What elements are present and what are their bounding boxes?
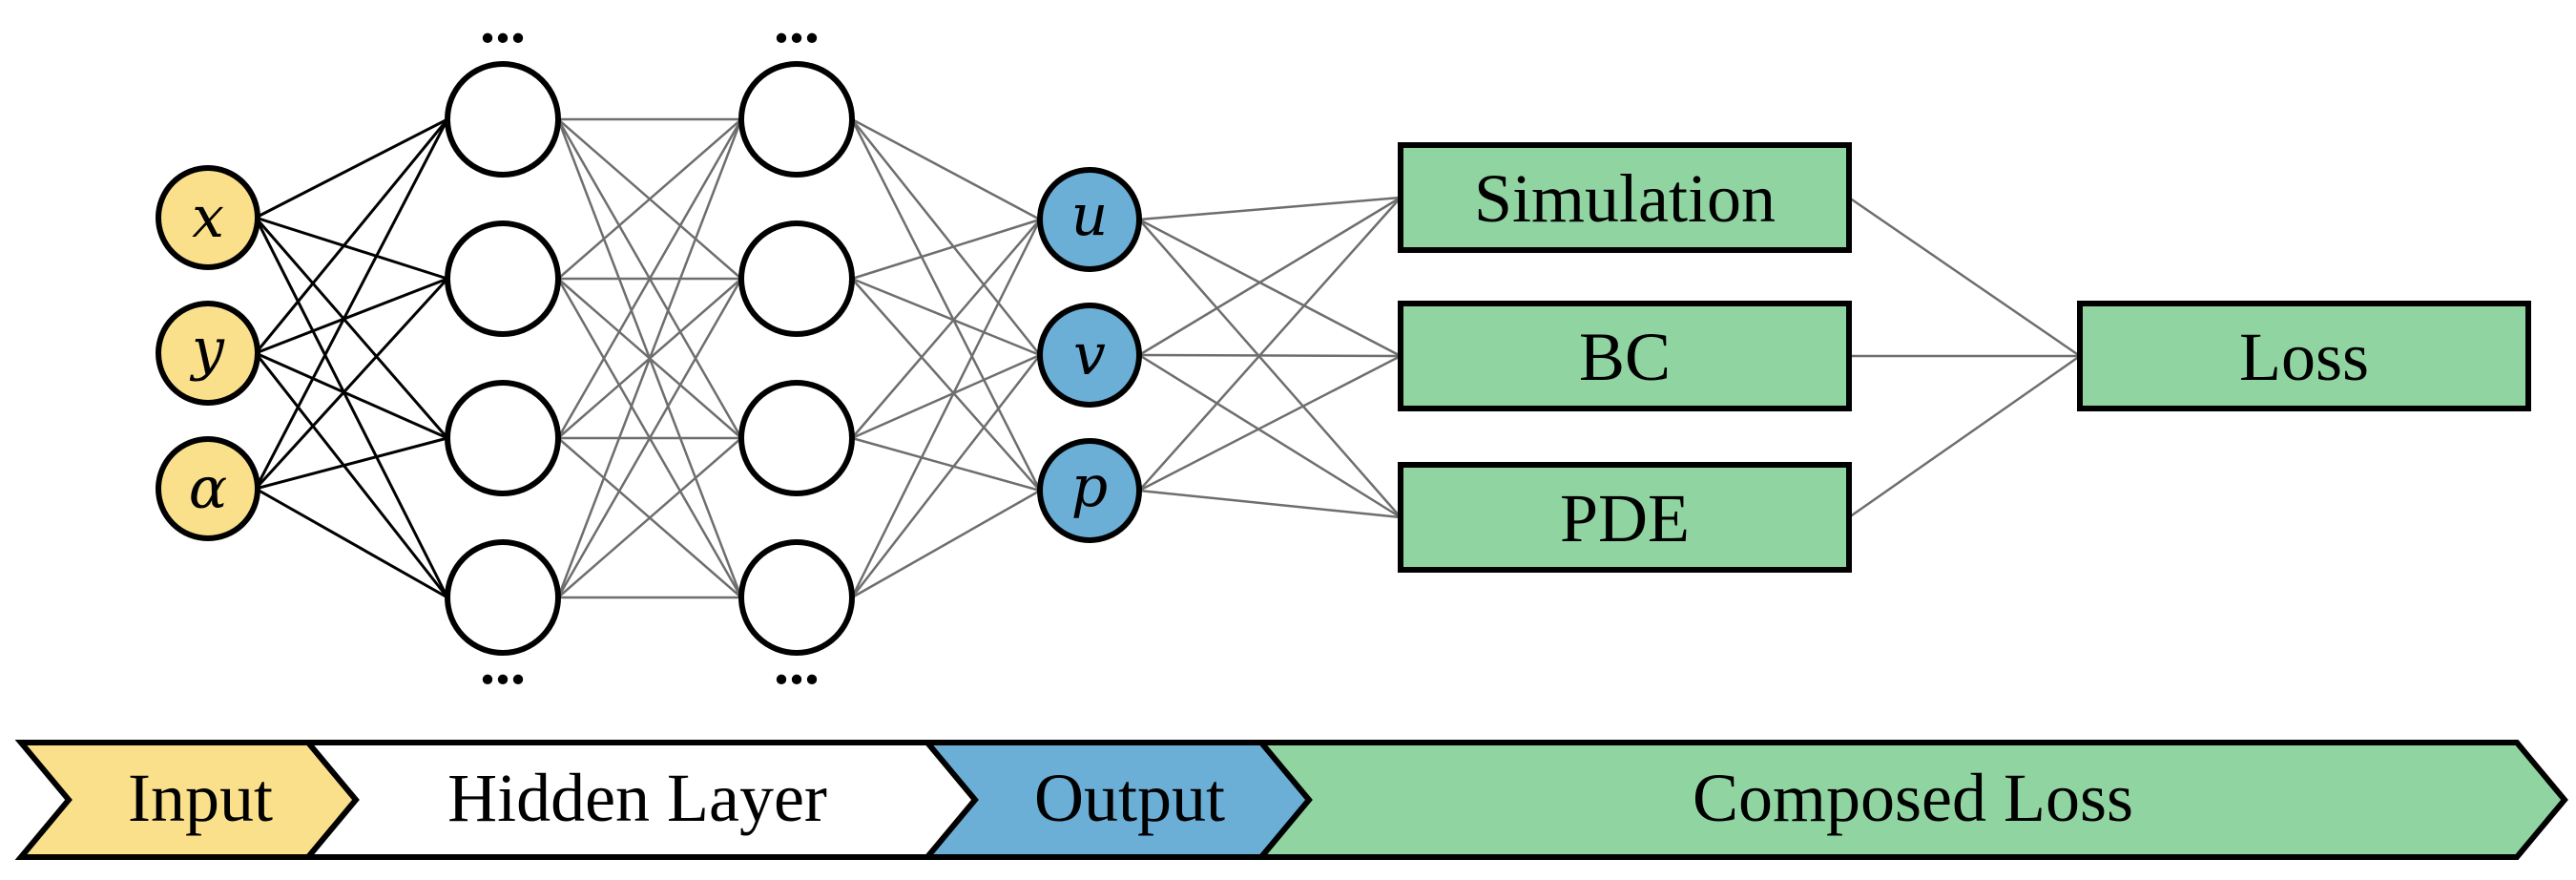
- output-label-u: u: [1071, 182, 1109, 249]
- edge-input-1-hidden1-2: [255, 351, 448, 440]
- edge-input-2-hidden1-0: [254, 118, 449, 490]
- edge-output-2-loss-0: [1138, 197, 1402, 492]
- output-node-u: [1037, 167, 1142, 272]
- hidden-1-node-3: [445, 380, 561, 496]
- edge-output-1-loss-0: [1138, 196, 1402, 357]
- legend-arrow-bar: Input Hidden Layer Output Composed Loss: [14, 740, 2568, 860]
- hidden-2-node-1: [738, 61, 855, 178]
- hidden-layer-2: ... ...: [738, 0, 855, 697]
- hidden-2-node-3: [738, 380, 855, 496]
- edge-output-1-loss-2: [1138, 353, 1402, 519]
- edge-input-2-hidden1-3: [255, 487, 448, 599]
- hidden-layer-2-bottom-ellipsis: ...: [774, 629, 820, 697]
- hidden-2-node-4: [738, 539, 855, 656]
- hidden-layer-1: ... ...: [445, 0, 561, 697]
- output-layer: u v p: [1037, 167, 1142, 543]
- pde-loss-label: PDE: [1560, 480, 1690, 556]
- hidden-1-node-1: [445, 61, 561, 178]
- edge-loss-0-total: [1848, 196, 2081, 358]
- simulation-loss-box: [1398, 142, 1852, 253]
- input-label-alpha: α: [189, 455, 228, 522]
- edge-hidden2-2-output-2: [851, 436, 1041, 492]
- edge-hidden2-3-output-0: [850, 219, 1042, 598]
- legend-label-input: Input: [128, 760, 273, 836]
- hidden-1-node-2: [445, 220, 561, 337]
- edge-input-2-hidden1-1: [254, 277, 449, 491]
- edge-hidden1-2-hidden2-0: [556, 118, 743, 439]
- total-loss: Loss: [2077, 301, 2531, 411]
- input-node-y: [156, 301, 260, 406]
- hidden-2-node-2: [738, 220, 855, 337]
- loss-components: Simulation BC PDE: [1398, 142, 1852, 573]
- edge-hidden2-3-output-2: [851, 489, 1041, 599]
- hidden-layer-1-top-ellipsis: ...: [480, 0, 526, 55]
- edge-hidden2-2-output-1: [851, 353, 1041, 440]
- edge-output-2-loss-2: [1138, 489, 1402, 519]
- input-node-alpha: [156, 436, 260, 541]
- output-node-p: [1037, 438, 1142, 543]
- edge-output-1-loss-1: [1138, 353, 1402, 358]
- connection-edges: [254, 117, 2081, 599]
- input-label-y: y: [189, 316, 225, 383]
- edge-hidden1-1-hidden2-0: [557, 118, 742, 280]
- edge-hidden2-0-output-0: [851, 117, 1041, 221]
- edge-hidden1-3-hidden2-1: [556, 278, 743, 598]
- input-label-x: x: [192, 184, 224, 251]
- output-label-v: v: [1073, 322, 1106, 388]
- hidden-1-node-4: [445, 539, 561, 656]
- edge-hidden1-3-hidden2-2: [557, 437, 742, 598]
- bc-loss-label: BC: [1579, 319, 1671, 395]
- edge-output-2-loss-1: [1138, 354, 1402, 492]
- legend-segment-composed-loss: [1255, 740, 2568, 860]
- edge-input-0-hidden1-3: [254, 217, 449, 598]
- edge-input-0-hidden1-1: [255, 216, 448, 281]
- input-node-x: [156, 165, 260, 270]
- bc-loss-box: [1398, 301, 1852, 411]
- legend-label-composed-loss: Composed Loss: [1693, 760, 2133, 836]
- edge-hidden2-2-output-0: [851, 219, 1041, 439]
- edge-hidden2-3-output-1: [851, 354, 1041, 598]
- simulation-loss-label: Simulation: [1474, 160, 1776, 237]
- total-loss-label: Loss: [2239, 319, 2369, 395]
- edge-loss-2-total: [1848, 354, 2081, 519]
- edge-hidden1-3-hidden2-0: [556, 118, 743, 598]
- edge-output-0-loss-1: [1138, 218, 1402, 358]
- edge-input-1-hidden1-1: [255, 277, 448, 355]
- edge-hidden2-0-output-2: [850, 118, 1042, 492]
- edge-hidden2-0-output-1: [851, 118, 1041, 356]
- edge-input-1-hidden1-0: [254, 118, 449, 354]
- edge-output-0-loss-2: [1138, 219, 1402, 518]
- edge-hidden2-1-output-0: [851, 218, 1041, 281]
- edge-input-0-hidden1-2: [254, 217, 449, 439]
- output-node-v: [1037, 303, 1142, 408]
- hidden-layer-2-top-ellipsis: ...: [774, 0, 820, 55]
- edge-output-0-loss-0: [1138, 196, 1402, 221]
- output-label-p: p: [1071, 453, 1108, 520]
- edge-hidden2-1-output-2: [851, 278, 1041, 492]
- edge-input-0-hidden1-0: [255, 117, 448, 220]
- input-layer: x y α: [156, 165, 260, 541]
- pde-loss-box: [1398, 462, 1852, 573]
- edge-hidden2-1-output-1: [851, 277, 1041, 357]
- legend-label-output: Output: [1034, 760, 1225, 836]
- edge-input-2-hidden1-2: [255, 436, 448, 491]
- edge-input-1-hidden1-3: [254, 352, 449, 598]
- hidden-layer-1-bottom-ellipsis: ...: [480, 629, 526, 697]
- total-loss-box: [2077, 301, 2531, 411]
- legend-label-hidden: Hidden Layer: [447, 760, 827, 836]
